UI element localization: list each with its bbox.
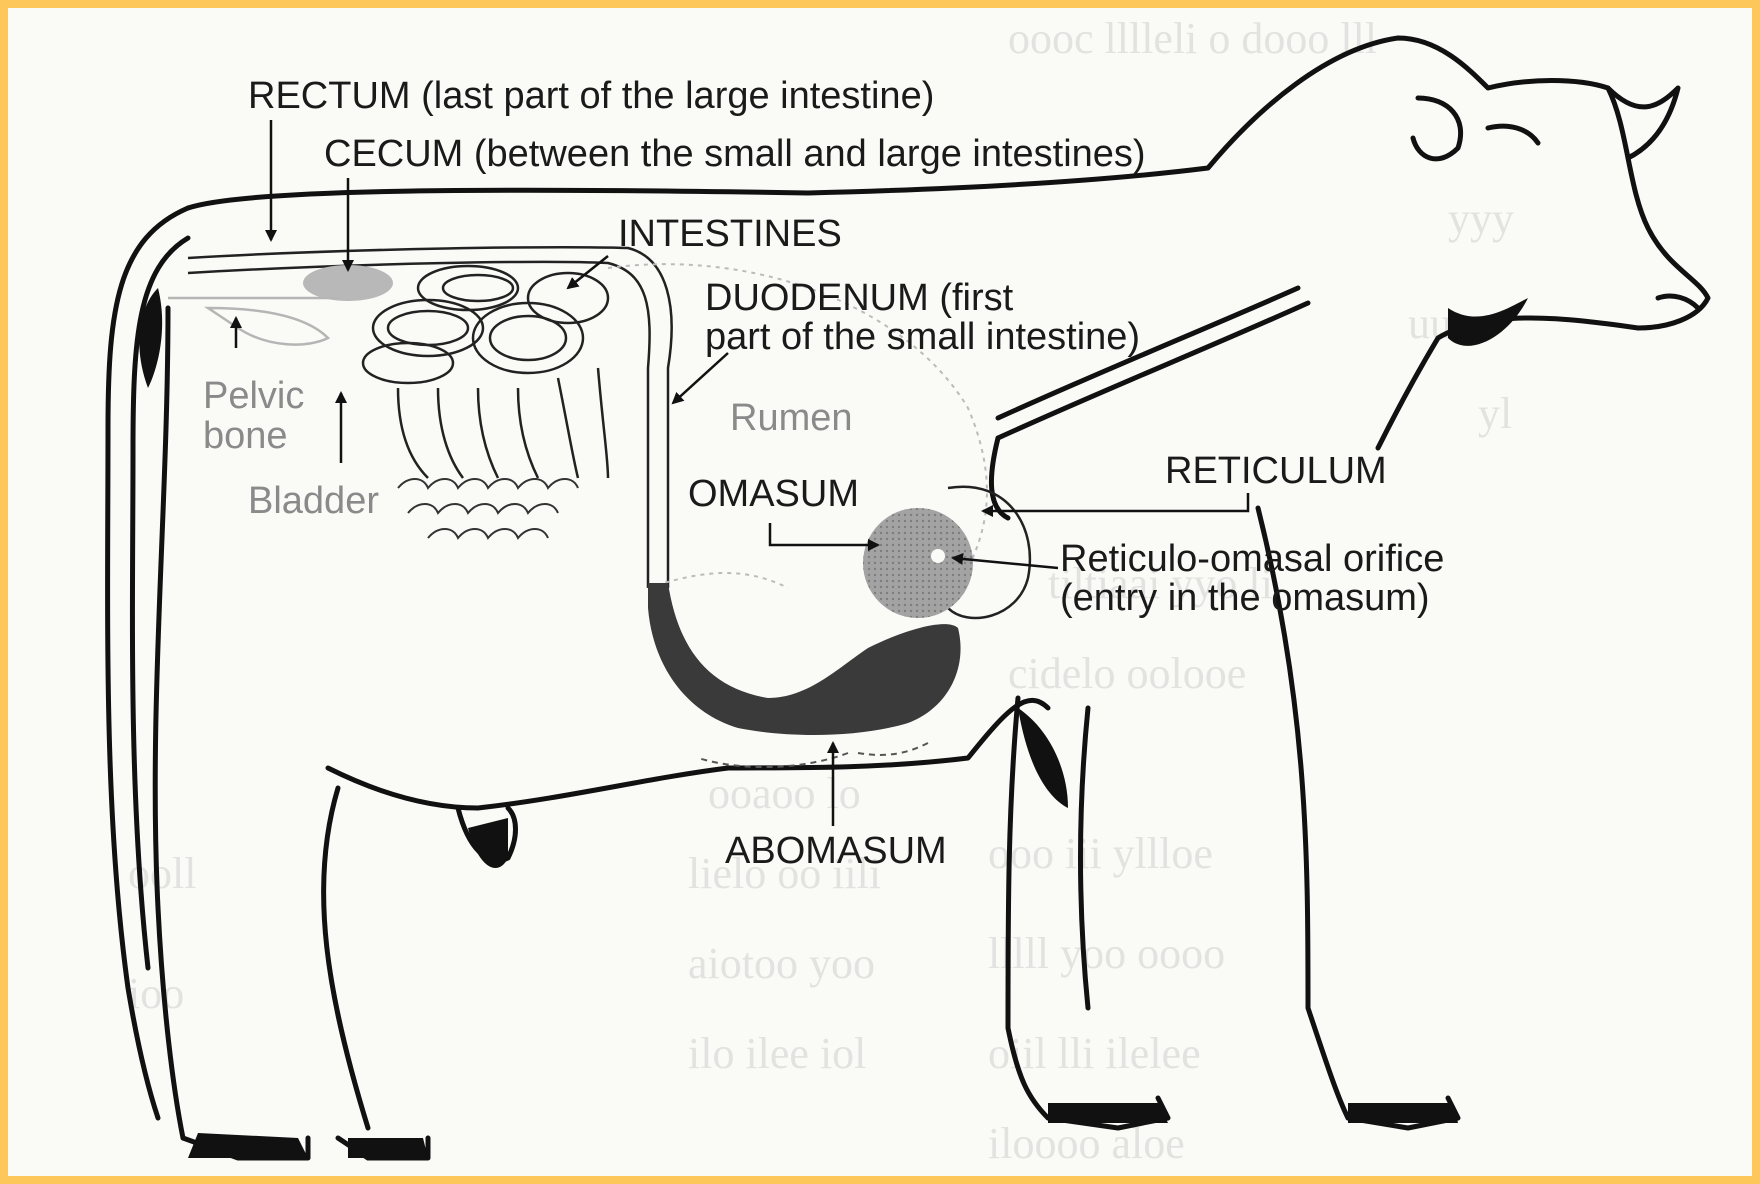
omasum-arrow — [770, 523, 878, 545]
svg-text:cidelo oolooe: cidelo oolooe — [1008, 649, 1246, 698]
svg-text:ioo: ioo — [128, 969, 184, 1018]
svg-text:lllll yoo oooo: lllll yoo oooo — [988, 929, 1225, 978]
duodenum-label-line1: DUODENUM (first — [705, 277, 1014, 319]
reticulo-omasal-orifice — [931, 549, 945, 563]
pelvic-bone-label-line2: bone — [203, 415, 288, 457]
diagram-frame: oooc lllleli o dooo lll yyy uuu yl tilti… — [8, 8, 1752, 1176]
svg-text:aiotoo yoo: aiotoo yoo — [688, 939, 875, 988]
pelvic-bone-label-line1: Pelvic — [203, 375, 304, 417]
svg-text:ooaoo lo: ooaoo lo — [708, 769, 861, 818]
cecum-organ — [303, 265, 393, 301]
svg-text:oooc lllleli o dooo lll: oooc lllleli o dooo lll — [1008, 14, 1377, 63]
reticulum-arrow — [983, 493, 1248, 511]
svg-text:ilo ilee iol: ilo ilee iol — [688, 1029, 866, 1078]
svg-text:yyy: yyy — [1448, 194, 1514, 243]
rectum-label: RECTUM (last part of the large intestine… — [248, 75, 934, 117]
svg-text:iloooo aloe: iloooo aloe — [988, 1119, 1185, 1168]
omasum-organ — [863, 508, 973, 618]
omasum-label: OMASUM — [688, 473, 859, 515]
duodenum-arrow — [673, 353, 728, 403]
svg-text:ooo iii yllloe: ooo iii yllloe — [988, 829, 1213, 878]
orifice-label-line1: Reticulo-omasal orifice — [1060, 538, 1444, 580]
duodenum-label-line2: part of the small intestine) — [705, 316, 1140, 358]
intestine-coils — [363, 266, 608, 478]
rumen-label: Rumen — [730, 397, 853, 439]
mesentery — [398, 479, 578, 538]
orifice-label-line2: (entry in the omasum) — [1060, 577, 1430, 619]
cow-digestive-diagram: oooc lllleli o dooo lll yyy uuu yl tilti… — [8, 8, 1752, 1176]
svg-text:yl: yl — [1478, 389, 1512, 438]
bladder-label: Bladder — [248, 480, 379, 522]
abomasum-label: ABOMASUM — [725, 830, 947, 872]
cecum-label: CECUM (between the small and large intes… — [324, 133, 1146, 175]
intestines-label: INTESTINES — [618, 213, 842, 255]
reticulum-label: RETICULUM — [1165, 450, 1387, 492]
